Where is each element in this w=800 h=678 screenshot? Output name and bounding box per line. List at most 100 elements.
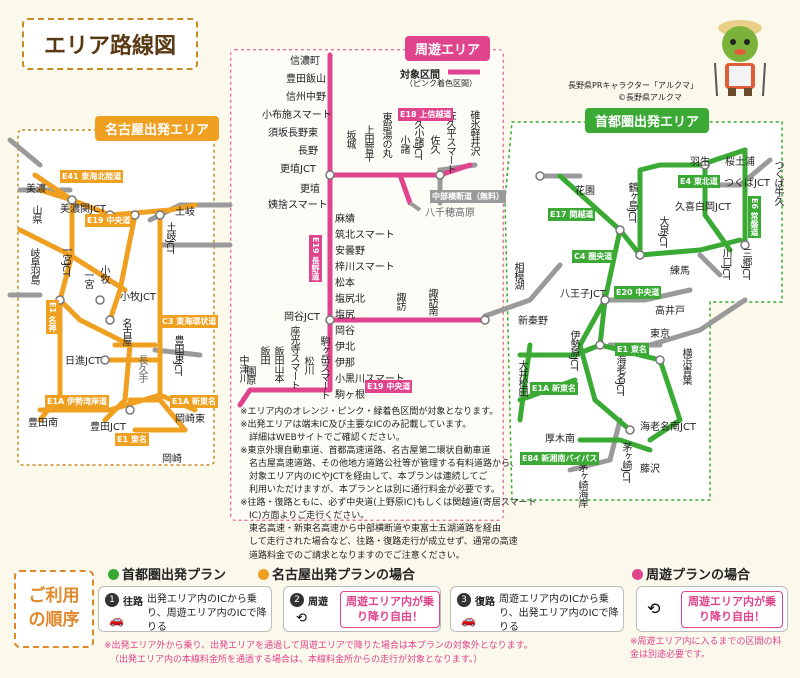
- ic-label: 須坂長野東: [268, 128, 318, 139]
- ic-label: 麻績: [335, 214, 355, 225]
- ic-label: 花園: [575, 186, 595, 197]
- ic-label: 飯田: [258, 346, 269, 364]
- ic-label: 佐久平スマート: [444, 110, 455, 173]
- ic-label: 更埴: [300, 184, 320, 195]
- route-badge: E1 名神: [46, 300, 59, 334]
- step-number: 1: [105, 593, 119, 607]
- orange-dot-icon: [258, 569, 269, 580]
- ic-label: 岡崎東: [175, 414, 205, 425]
- car-icon: 🚗: [109, 613, 124, 627]
- ic-label: 上田菅平: [362, 125, 373, 161]
- route-badge: E41 東海北陸道: [60, 170, 124, 183]
- legend-target-sub: （ピンク着色区間）: [405, 79, 477, 88]
- legend-target-label: 対象区間: [400, 70, 440, 81]
- footnote-1: ※出発エリア外から乗り、出発エリアを通過して周遊エリアで降りた場合は本プランの対…: [104, 641, 533, 651]
- ic-label: 東京: [650, 329, 670, 340]
- jct-label: 美濃関JCT: [60, 204, 107, 215]
- mascot-caption-2: ©長野県アルクマ: [618, 93, 682, 102]
- ic-label: 信州中野: [286, 92, 326, 103]
- route-badge: E84 新湘南バイパス: [520, 452, 600, 465]
- footnote-3: ※周遊エリア内に入るまでの区間の料金は別途必要です。: [630, 637, 782, 660]
- ic-label: 筑北スマート: [335, 230, 395, 241]
- ic-label: 山県: [30, 205, 41, 223]
- step-title: 周遊: [308, 597, 328, 608]
- jct-label: 佐久小諸JCT: [412, 110, 423, 160]
- route-badge: E18 上信越道: [398, 108, 454, 121]
- ic-label: 駒ヶ岳スマート: [318, 336, 329, 399]
- ic-label: 長野: [298, 146, 318, 157]
- ic-label: 相模湖: [512, 262, 523, 289]
- shutoken-area-label: 首都圏出発エリア: [585, 108, 710, 133]
- route-badge: E1A 新東名: [530, 382, 579, 395]
- step-2: 2 周遊 ⟲ 周遊エリア内が乗り降り自由！: [283, 586, 441, 632]
- ic-label: 信濃町: [290, 56, 320, 67]
- step-number: 2: [290, 593, 304, 607]
- route-badge: E4 東北道: [678, 175, 720, 188]
- ic-label: 厚木南: [545, 434, 575, 445]
- jct-label: 日進JCT: [65, 356, 102, 367]
- nagoya-area-label: 名古屋出発エリア: [95, 116, 220, 141]
- jct-label: 久喜白岡JCT: [675, 202, 732, 213]
- ic-label: つくば牛久: [772, 160, 783, 205]
- jct-label: 一宮JCT: [60, 245, 71, 277]
- ic-label: 一宮: [82, 270, 93, 288]
- ic-label: 高井戸: [655, 306, 685, 317]
- ic-label: 塩尻北: [335, 294, 365, 305]
- route-badge: E1 東名: [115, 433, 149, 446]
- jct-label: 岡谷JCT: [284, 312, 321, 323]
- ic-label: 姨捨スマート: [268, 200, 328, 211]
- mascot-bear-icon: [714, 20, 766, 97]
- ic-label: 諏訪南: [426, 288, 437, 315]
- ic-label: 大井松田: [516, 360, 527, 396]
- jct-label: 大泉JCT: [657, 216, 668, 248]
- ic-label: 桜土浦: [725, 157, 755, 168]
- ic-label: 飯田山本: [272, 346, 283, 382]
- route-badge: E1 東名: [615, 343, 649, 356]
- ic-label: 小黒川スマート: [335, 370, 405, 385]
- green-dot-icon: [108, 569, 119, 580]
- ic-label: 梓川スマート: [335, 262, 395, 273]
- ic-label: 園原: [244, 366, 255, 384]
- ic-label: 座光寺スマート: [288, 326, 299, 389]
- pink-dot-icon: [632, 569, 643, 580]
- shuyu-free-text: 周遊エリア内が乗り降り自由！: [681, 591, 783, 628]
- ic-label: 豊田南: [28, 418, 58, 429]
- ic-label: 練馬: [670, 266, 690, 277]
- cycle-arrows-icon: ⟲: [647, 599, 661, 618]
- ic-label: 岡谷: [335, 326, 355, 337]
- free-ride-text: 周遊エリア内が乗り降り自由！: [340, 591, 440, 628]
- ic-label: 諏訪: [394, 292, 405, 310]
- route-badge: C3 東海環状道: [160, 315, 219, 328]
- ic-label: 中津川: [237, 355, 248, 382]
- jct-label: つくばJCT: [724, 178, 771, 189]
- ic-label: 安曇野: [335, 246, 365, 257]
- ic-label: 碓氷軽井沢: [468, 110, 479, 155]
- footnote-2: （出発エリア内の本線料金所を通過する場合は、本線料金所からの走行が対象となります…: [110, 655, 483, 665]
- ic-label: 土岐: [175, 207, 195, 218]
- plan-head-shuyu: 周遊プランの場合: [632, 564, 750, 583]
- jct-label: 豊田JCT: [90, 422, 127, 433]
- ic-label: 佐久: [428, 135, 439, 153]
- ic-label: 小布施スマート: [262, 110, 332, 121]
- ic-label: 駒ヶ根: [335, 390, 365, 401]
- step-1: 1 往路 🚗 出発エリア内のICから乗り、周遊エリア内のICで降りる: [98, 586, 272, 633]
- route-badge: C4 圏央道: [572, 250, 615, 263]
- route-badge: E6 常磐道: [748, 196, 761, 238]
- plan-head-nagoya: 名古屋出発プランの場合: [258, 564, 415, 583]
- ic-label: 岐阜羽島: [28, 248, 39, 284]
- usage-order-box: ご利用の順序: [14, 570, 94, 648]
- ic-label: 松本: [335, 278, 355, 289]
- jct-label: 茅ヶ崎JCT: [620, 442, 631, 483]
- route-badge: E19 中央道: [85, 214, 133, 227]
- jct-label: 豊田東JCT: [172, 335, 183, 376]
- jct-label: 海老名南JCT: [640, 422, 697, 433]
- ic-label: 長久手: [136, 355, 147, 382]
- jct-label: 土岐JCT: [164, 222, 175, 254]
- ic-label: 名古屋: [120, 318, 131, 345]
- ic-label: 伊那: [335, 358, 355, 369]
- step-title: 復路: [475, 597, 495, 608]
- route-badge: E17 関越道: [548, 208, 596, 221]
- ic-label: 坂城: [344, 130, 355, 148]
- ic-label: 茅ヶ崎海岸: [576, 462, 587, 507]
